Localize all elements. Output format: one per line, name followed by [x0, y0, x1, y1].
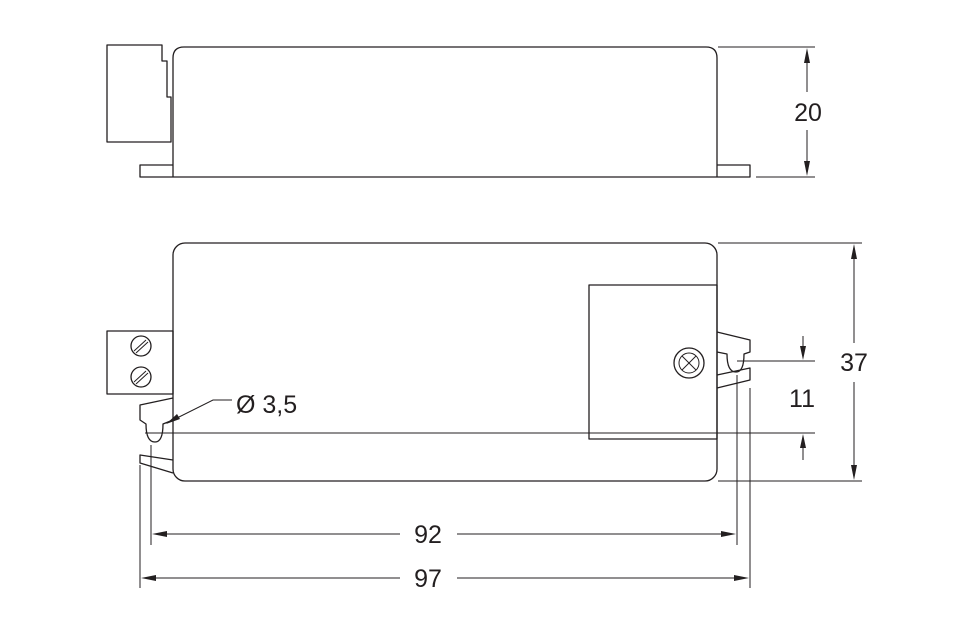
cross-screw-icon	[673, 347, 705, 379]
height-label: 20	[794, 99, 822, 127]
right-mounting-tab	[716, 331, 751, 373]
hole-diameter-label: Ø 3,5	[236, 391, 297, 419]
width-dimension: 37	[718, 242, 868, 482]
mounting-pitch-label: 92	[414, 521, 442, 549]
leader-line	[166, 399, 232, 424]
arrow-head	[851, 465, 857, 480]
left-mounting-tab-lower	[139, 454, 174, 474]
hole-spacing-label: 11	[789, 385, 815, 413]
top-view	[106, 242, 751, 482]
hole-centre-lines	[145, 360, 815, 434]
side-view-terminal-block	[106, 44, 172, 143]
hole-spacing-dimension: 11	[789, 336, 815, 460]
side-view-body	[172, 46, 718, 177]
right-mounting-tab-lower	[716, 367, 751, 389]
terminal-screw-icon	[130, 335, 152, 357]
arrow-head	[152, 531, 167, 537]
arrow-head	[734, 575, 749, 581]
arrow-head	[141, 575, 156, 581]
height-dimension: 20	[718, 46, 822, 178]
terminal-block	[106, 330, 174, 395]
arrow-head	[800, 346, 806, 360]
left-mounting-tab	[139, 397, 174, 443]
length-extension-lines	[139, 375, 751, 588]
arrow-head	[851, 244, 857, 259]
side-view	[106, 44, 751, 178]
overall-length-label: 97	[414, 565, 442, 593]
overall-length-dimension: 97	[141, 565, 749, 593]
top-view-body	[172, 242, 718, 482]
terminal-screw-icon	[130, 366, 152, 388]
arrow-head	[804, 161, 810, 176]
width-label: 37	[840, 349, 868, 377]
side-view-base-flange	[139, 164, 751, 178]
arrow-head	[804, 48, 810, 63]
arrow-head	[800, 434, 806, 448]
mounting-pitch-dimension: 92	[152, 521, 736, 549]
arrow-head	[721, 531, 736, 537]
arrow-head	[166, 414, 180, 424]
hole-diameter-callout: Ø 3,5	[166, 391, 297, 424]
label-plate	[588, 284, 718, 440]
